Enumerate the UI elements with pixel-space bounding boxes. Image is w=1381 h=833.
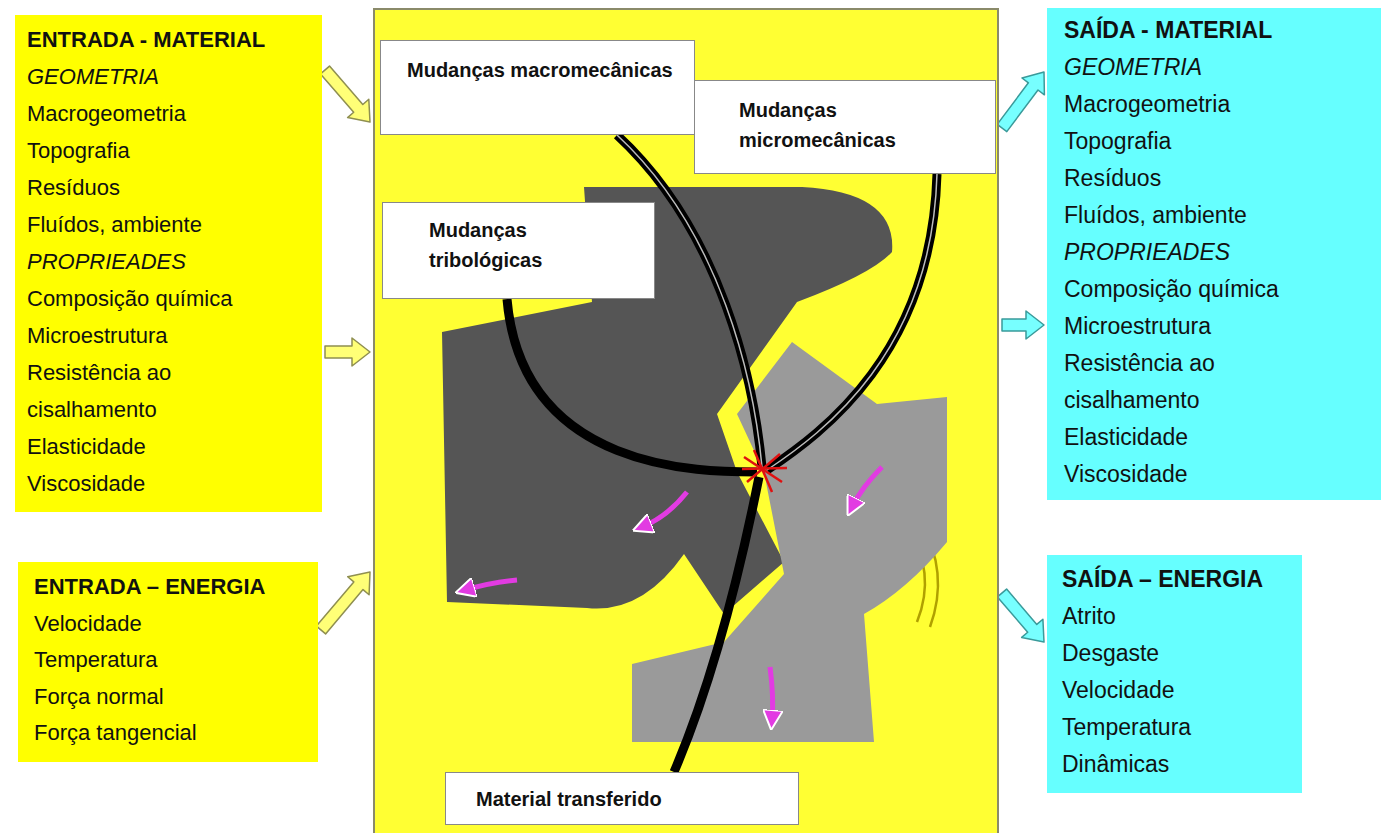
input-energy-box: ENTRADA – ENERGIAVelocidadeTemperaturaFo… xyxy=(18,562,318,762)
list-item: PROPRIEADES xyxy=(27,243,289,280)
flow-arrow xyxy=(316,572,370,634)
flow-arrow xyxy=(997,589,1044,642)
transfer-label: Material transferido xyxy=(445,772,799,825)
list-item: Fluídos, ambiente xyxy=(27,206,289,243)
change-label: Mudanças macromecânicas xyxy=(380,40,695,135)
list-item: Topografia xyxy=(27,132,289,169)
change-label: Mudanças tribológicas xyxy=(382,202,655,299)
label-text: Mudanças macromecânicas xyxy=(407,55,684,85)
list-item: PROPRIEADES xyxy=(1064,234,1326,271)
box-heading: ENTRADA - MATERIAL xyxy=(27,21,289,58)
list-item: Força tangencial xyxy=(34,715,304,752)
list-item: GEOMETRIA xyxy=(1064,49,1326,86)
list-item: Velocidade xyxy=(1062,672,1292,709)
list-item: Microestrutura xyxy=(1064,308,1326,345)
list-item: Composição química xyxy=(27,280,289,317)
list-item: Temperatura xyxy=(1062,709,1292,746)
change-label: Mudanças micromecânicas xyxy=(694,80,996,174)
list-item: Microestrutura xyxy=(27,317,289,354)
output-material-box: SAÍDA - MATERIALGEOMETRIAMacrogeometriaT… xyxy=(1047,8,1381,500)
label-text: Mudanças micromecânicas xyxy=(739,95,985,155)
list-item: Força normal xyxy=(34,679,304,716)
list-item: Composição química xyxy=(1064,271,1326,308)
list-item: Resistência ao cisalhamento xyxy=(1064,345,1326,419)
list-item: Resíduos xyxy=(27,169,289,206)
box-heading: SAÍDA – ENERGIA xyxy=(1062,561,1292,598)
flow-arrow xyxy=(997,72,1044,132)
flow-arrow xyxy=(325,338,370,366)
list-item: Elasticidade xyxy=(1064,419,1326,456)
list-item: Dinâmicas xyxy=(1062,746,1292,783)
list-item: Temperatura xyxy=(34,642,304,679)
tribosystem-panel: Mudanças macromecânicasMudanças micromec… xyxy=(373,8,999,833)
list-item: Atrito xyxy=(1062,598,1292,635)
flow-arrow xyxy=(1002,311,1044,339)
list-item: Resíduos xyxy=(1064,160,1326,197)
label-text: Mudanças tribológicas xyxy=(429,215,644,275)
list-item: Velocidade xyxy=(34,606,304,643)
output-energy-box: SAÍDA – ENERGIAAtritoDesgasteVelocidadeT… xyxy=(1047,555,1302,793)
list-item: Macrogeometria xyxy=(27,95,289,132)
box-heading: SAÍDA - MATERIAL xyxy=(1064,12,1326,49)
list-item: Fluídos, ambiente xyxy=(1064,197,1326,234)
label-text: Material transferido xyxy=(476,785,788,813)
list-item: Desgaste xyxy=(1062,635,1292,672)
input-material-box: ENTRADA - MATERIALGEOMETRIAMacrogeometri… xyxy=(15,15,322,512)
list-item: Macrogeometria xyxy=(1064,86,1326,123)
list-item: Elasticidade xyxy=(27,428,289,465)
list-item: Viscosidade xyxy=(1064,456,1326,493)
list-item: Topografia xyxy=(1064,123,1326,160)
box-heading: ENTRADA – ENERGIA xyxy=(34,569,304,606)
list-item: Viscosidade xyxy=(27,465,289,502)
list-item: Resistência ao cisalhamento xyxy=(27,354,289,428)
list-item: GEOMETRIA xyxy=(27,58,289,95)
flow-arrow xyxy=(321,66,371,122)
